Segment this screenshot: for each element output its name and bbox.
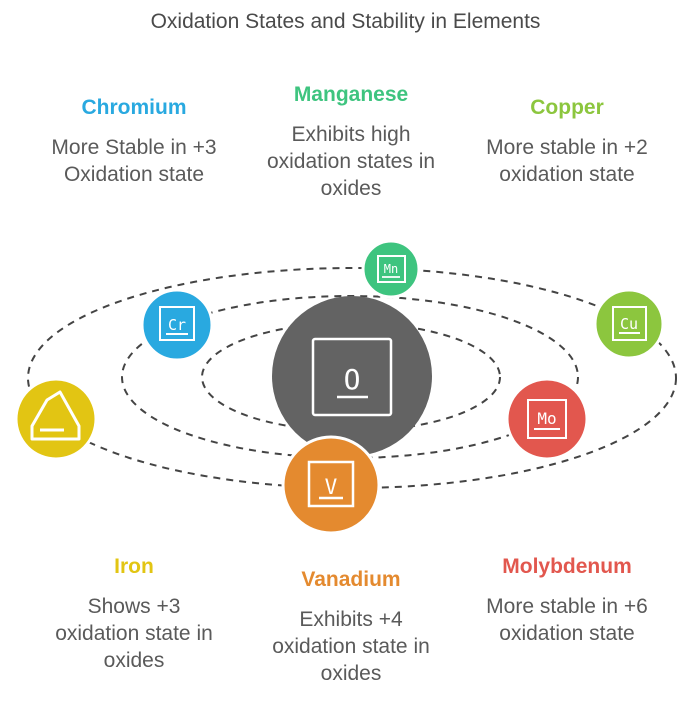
- manganese-symbol: Mn: [384, 262, 398, 276]
- center-symbol: O: [344, 363, 361, 396]
- middle-orbit: [121, 295, 579, 459]
- vanadium-heading: Vanadium: [301, 568, 401, 591]
- outer-orbit: [27, 267, 677, 489]
- flask-icon: [30, 390, 81, 441]
- molybdenum-heading: Molybdenum: [502, 555, 632, 578]
- node-iron: [14, 377, 98, 461]
- diagram-title: Oxidation States and Stability in Elemen…: [150, 10, 541, 33]
- node-manganese: Mn: [361, 239, 421, 299]
- chromium-symbol: Cr: [168, 316, 186, 334]
- iron-heading: Iron: [114, 555, 154, 578]
- inner-orbit: [201, 322, 501, 432]
- copper-heading: Copper: [530, 96, 604, 119]
- node-vanadium: V: [281, 435, 381, 535]
- molybdenum-symbol: Mo: [537, 409, 556, 428]
- node-chromium: Cr: [140, 288, 214, 362]
- copper-symbol: Cu: [620, 315, 638, 333]
- chromium-heading: Chromium: [81, 96, 187, 119]
- manganese-heading: Manganese: [293, 83, 409, 106]
- vanadium-symbol: V: [325, 475, 338, 499]
- node-molybdenum: Mo: [505, 377, 589, 461]
- node-copper: Cu: [593, 288, 665, 360]
- center-node-oxygen: O: [272, 296, 432, 456]
